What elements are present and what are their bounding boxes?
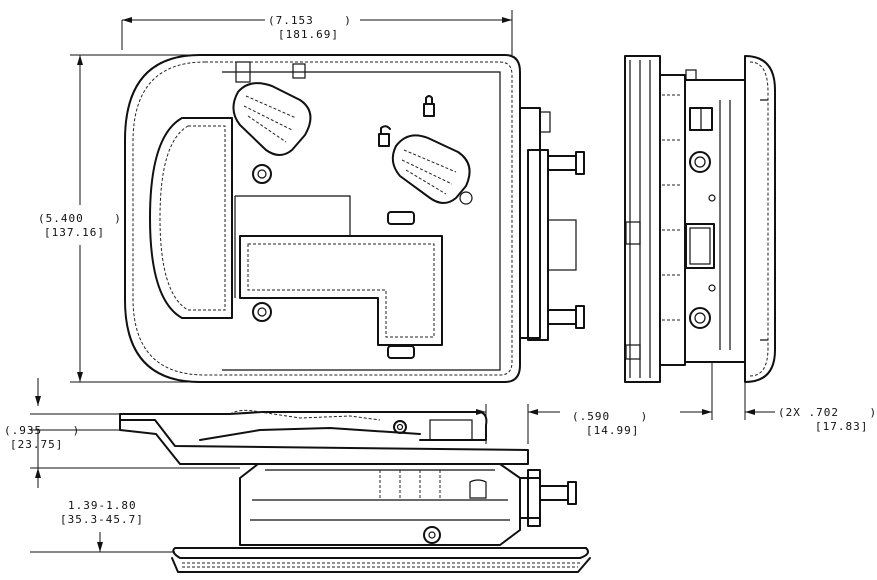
width-inch-label: (7.153 )	[268, 14, 352, 27]
bottom-view	[119, 409, 591, 573]
range-inch-label: 1.39-1.80	[68, 499, 137, 512]
side-view	[624, 55, 776, 383]
height-mm-label: [137.16]	[44, 226, 105, 239]
spacing-mm-label: [17.83]	[815, 420, 868, 433]
spacing-inch-label: (2X .702 )	[778, 406, 877, 419]
flange-inch-label: (.935 )	[4, 424, 80, 437]
depth-mm-label: [14.99]	[586, 424, 639, 437]
depth-inch-label: (.590 )	[572, 410, 648, 423]
front-view	[124, 54, 585, 383]
height-inch-label: (5.400 )	[38, 212, 122, 225]
width-mm-label: [181.69]	[278, 28, 339, 41]
range-mm-label: [35.3-45.7]	[60, 513, 144, 526]
flange-mm-label: [23.75]	[10, 438, 63, 451]
dimension-lines	[30, 10, 775, 553]
